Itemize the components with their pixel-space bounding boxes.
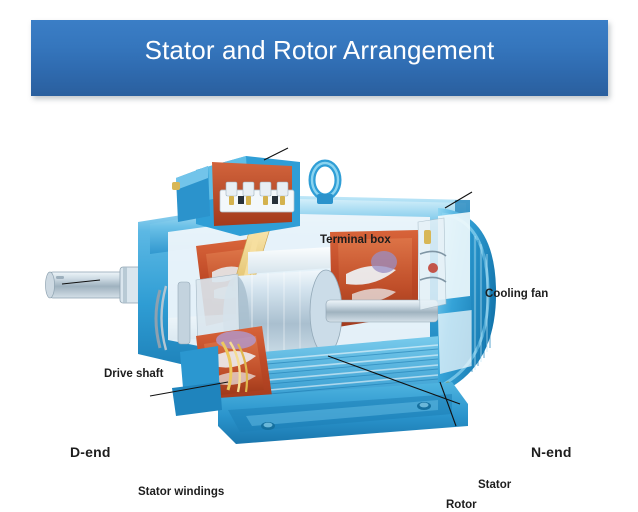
label-cooling-fan: Cooling fan (485, 288, 549, 300)
label-drive-shaft: Drive shaft (104, 368, 164, 380)
leader-stator (327, 355, 461, 405)
leader-stator-windings (149, 381, 229, 397)
leader-terminal-box (263, 147, 289, 161)
label-rotor: Rotor (446, 499, 477, 511)
cooling-fan-graphic (417, 208, 497, 392)
lifting-eye-graphic (308, 159, 342, 204)
terminal-box-graphic (172, 156, 300, 236)
label-stator-windings: Stator windings (138, 486, 225, 498)
motor-illustration (45, 147, 497, 444)
label-terminal-box: Terminal box (320, 234, 391, 246)
label-stator: Stator (478, 479, 512, 491)
label-d-end: D-end (70, 444, 111, 460)
label-n-end: N-end (531, 444, 572, 460)
leader-cooling-fan (444, 191, 473, 209)
leader-lines (61, 147, 473, 427)
leader-rotor (439, 381, 457, 427)
leader-drive-shaft (61, 279, 101, 285)
motor-cutaway-figure: Terminal box Cooling fan Drive shaft D-e… (0, 104, 638, 511)
slide-title-banner: Stator and Rotor Arrangement (31, 20, 608, 96)
page-title: Stator and Rotor Arrangement (144, 35, 495, 65)
motor-base-graphic (172, 346, 468, 444)
